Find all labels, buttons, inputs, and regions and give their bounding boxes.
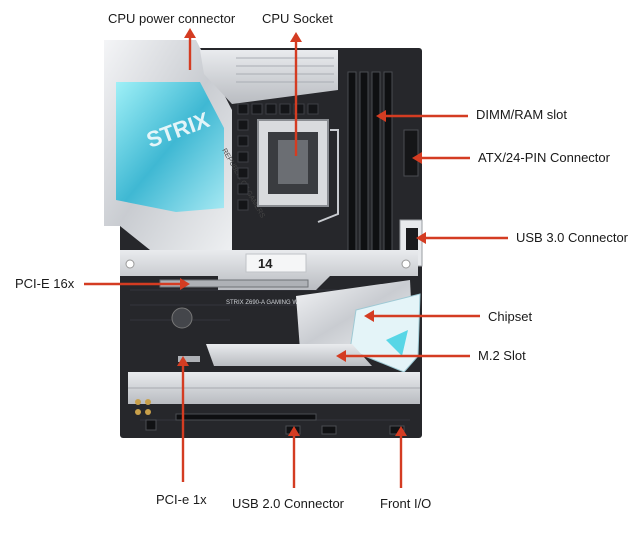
arrow-cpu-power [184, 28, 196, 70]
pcie-1x-slot [178, 356, 200, 362]
top-vrm-heatsink [200, 50, 338, 104]
arrow-cpu-socket [290, 32, 302, 156]
badge-14-text: 14 [258, 256, 273, 271]
dimm-slots [347, 71, 393, 259]
label-pcie-1x: PCI-e 1x [156, 492, 207, 507]
label-atx-24pin-connector: ATX/24-PIN Connector [478, 150, 610, 165]
arrow-front-io [395, 426, 407, 488]
label-front-io: Front I/O [380, 496, 432, 511]
chipset-cyan-accent [386, 330, 408, 356]
label-cpu-power-connector: CPU power connector [108, 11, 236, 26]
arrow-pcie1 [177, 356, 189, 482]
arrow-pcie16 [84, 278, 190, 290]
label-pcie-16x: PCI-E 16x [15, 276, 75, 291]
socket-lever [317, 129, 339, 223]
model-name-text: STRIX Z690-A GAMING WIFI D4 [226, 300, 315, 306]
cpu-socket-pad [278, 140, 308, 184]
vrm-fins [236, 57, 334, 83]
label-dimm-ram-slot: DIMM/RAM slot [476, 107, 567, 122]
standoff-right [401, 259, 411, 269]
arrow-atx [412, 152, 470, 164]
bottom-pcie-slot [175, 413, 317, 421]
arrow-chipset [364, 310, 480, 322]
standoff-left [125, 259, 135, 269]
atx-connector [403, 129, 419, 177]
label-chipset: Chipset [488, 309, 533, 324]
io-shroud-glow [116, 82, 224, 212]
m2-heatsink [206, 344, 372, 366]
arrow-usb2 [288, 426, 300, 488]
label-usb3-connector: USB 3.0 Connector [516, 230, 629, 245]
label-cpu-socket: CPU Socket [262, 11, 333, 26]
label-usb2-connector: USB 2.0 Connector [232, 496, 345, 511]
arrow-usb3 [416, 232, 508, 244]
audio-caps [135, 399, 151, 415]
badge-14 [245, 253, 307, 273]
arrow-m2 [336, 350, 470, 362]
arrow-dimm [376, 110, 468, 122]
label-m2-slot: M.2 Slot [478, 348, 526, 363]
vrm-chokes [237, 103, 319, 211]
rog-logo [171, 307, 193, 329]
